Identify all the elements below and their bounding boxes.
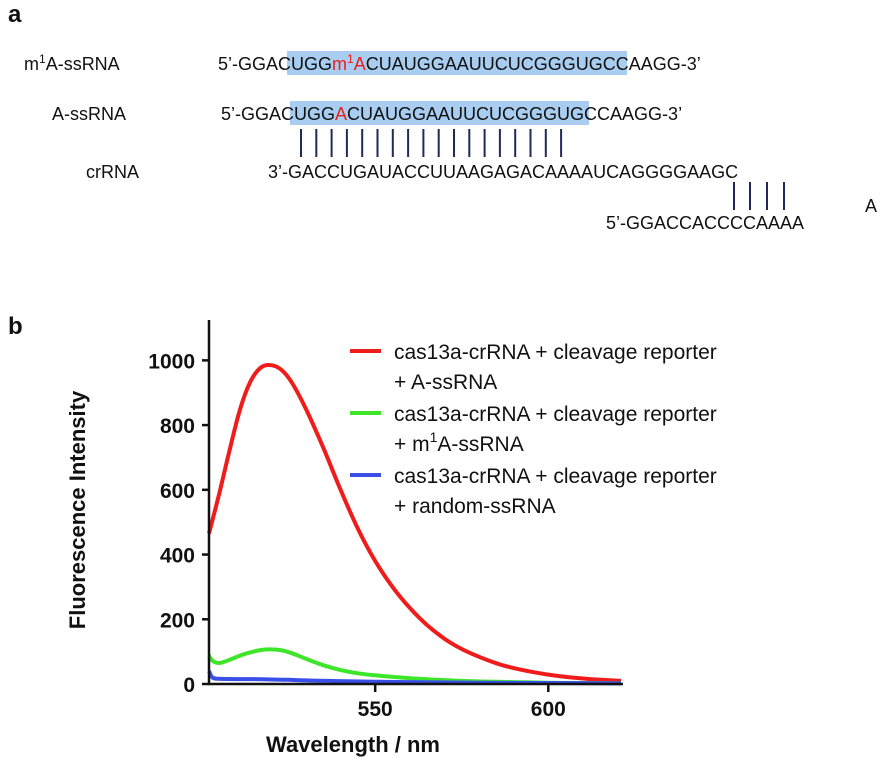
panel-a-letter: a bbox=[8, 1, 22, 28]
label-crrna: crRNA bbox=[86, 162, 139, 182]
y-tick-label: 600 bbox=[160, 480, 195, 503]
hairpin-sequence: 5’-GGACCACCCCAAAA bbox=[606, 213, 804, 233]
y-tick-label: 800 bbox=[160, 415, 195, 438]
y-ticks: 0 200 400 600 800 1000 bbox=[148, 350, 209, 697]
series-line-a-ssrna bbox=[207, 363, 622, 683]
crrna-sequence: 3’-GACCUGAUACCUUAAGAGACAAAAUCAGGGGAAGC bbox=[268, 162, 738, 182]
x-axis-title: Wavelength / nm bbox=[266, 732, 440, 757]
a-ssrna-sequence: 5’-GGACUGGACUAUGGAAUUCUCGGGUGCCAAGG-3’ bbox=[221, 104, 682, 124]
m1a-ssrna-sequence: 5’-GGACUGGm1ACUAUGGAAUUCUCGGGUGCCAAGG-3’ bbox=[218, 52, 701, 74]
legend-label-a-ssrna-line1: cas13a-crRNA + cleavage reporter bbox=[394, 341, 717, 364]
base-pair-lines-top bbox=[300, 129, 563, 157]
y-tick-label: 400 bbox=[160, 545, 195, 568]
y-tick-label: 0 bbox=[183, 674, 195, 697]
series-line-random-ssrna bbox=[207, 670, 622, 686]
legend-label-a-ssrna-line2: + A-ssRNA bbox=[394, 371, 497, 394]
y-axis-title: Fluorescence Intensity bbox=[65, 390, 90, 629]
base-pair-lines-hairpin bbox=[733, 182, 785, 210]
legend: cas13a-crRNA + cleavage reporter + A-ssR… bbox=[350, 341, 717, 518]
panel-b-letter: b bbox=[8, 313, 23, 340]
y-tick-label: 200 bbox=[160, 609, 195, 632]
legend-label-random-ssrna-line1: cas13a-crRNA + cleavage reporter bbox=[394, 465, 717, 488]
label-a-ssrna: A-ssRNA bbox=[52, 104, 126, 124]
legend-label-m1a-ssrna-line1: cas13a-crRNA + cleavage reporter bbox=[394, 403, 717, 426]
x-tick-label: 550 bbox=[358, 698, 393, 721]
hairpin-loop-letter: A bbox=[865, 196, 877, 216]
x-tick-label: 600 bbox=[531, 698, 566, 721]
fluorescence-chart: 0 200 400 600 800 1000 550 600 Wavelength / nm… bbox=[65, 320, 717, 757]
m1a-highlight-box bbox=[287, 51, 627, 75]
a-highlight-box bbox=[290, 101, 589, 125]
x-ticks: 550 600 bbox=[358, 684, 566, 721]
legend-label-random-ssrna-line2: + random-ssRNA bbox=[394, 495, 556, 518]
label-m1a-ssrna: m1A-ssRNA bbox=[24, 52, 120, 74]
series-layer bbox=[207, 363, 622, 686]
y-tick-label: 1000 bbox=[148, 350, 195, 373]
legend-label-m1a-ssrna-line2: + m1A-ssRNA bbox=[394, 429, 524, 456]
